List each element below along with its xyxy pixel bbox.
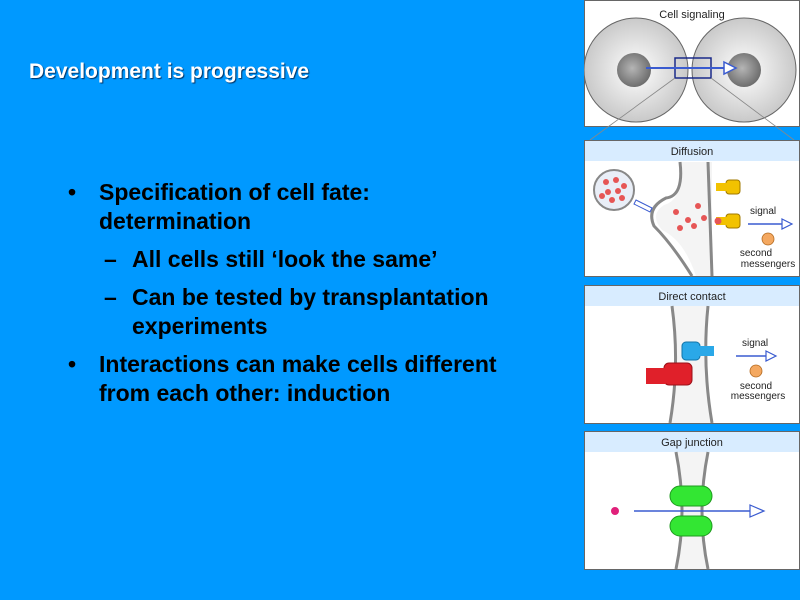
passage-arrow-icon [634, 504, 766, 518]
panel-direct-contact: Direct contact signal second messengers [584, 285, 800, 424]
bullet-text: Interactions can make cells different fr… [99, 351, 497, 406]
bullet-dash-icon: – [104, 284, 117, 310]
sub-bullet-text: All cells still ‘look the same’ [132, 246, 438, 272]
signal-arrow-icon [736, 350, 778, 362]
panel-title: Diffusion [671, 146, 714, 158]
panel-title: Direct contact [658, 291, 725, 303]
small-molecule-dot [611, 507, 619, 515]
panel-gap-junction: Gap junction [584, 431, 800, 570]
signal-arrow-icon [748, 218, 794, 230]
second-messenger-dot [749, 364, 763, 378]
sub-bullet-item: – All cells still ‘look the same’ [64, 245, 514, 274]
sub-bullet-item: – Can be tested by transplantation exper… [64, 283, 514, 341]
bullet-dash-icon: – [104, 246, 117, 272]
cell-signaling-figure: Cell signaling Diffusion [584, 0, 800, 570]
panel-diffusion: Diffusion signal [584, 140, 800, 277]
second-label: second [740, 248, 772, 259]
slide-title: Development is progressive [29, 60, 310, 83]
bullet-dot-icon: • [68, 179, 77, 205]
bullet-list: • Specification of cell fate: determinat… [64, 178, 514, 417]
gap-junction-channel [669, 485, 713, 507]
bullet-dot-icon: • [68, 351, 77, 377]
receptor-icon [681, 341, 714, 361]
left-nucleus [617, 53, 651, 87]
receptor-icon [714, 179, 741, 229]
arrow-icon [646, 60, 738, 76]
messengers-label: messengers [731, 391, 785, 402]
signal-label: signal [742, 338, 768, 349]
sub-bullet-text: Can be tested by transplantation experim… [132, 284, 489, 339]
messengers-label: messengers [741, 259, 795, 270]
panel-title: Cell signaling [659, 9, 724, 21]
bullet-item: • Specification of cell fate: determinat… [64, 178, 514, 236]
ligand-icon [646, 362, 693, 386]
panel-title: Gap junction [661, 437, 723, 449]
gap-junction-channel [669, 515, 713, 537]
signal-label: signal [750, 206, 776, 217]
right-nucleus [727, 53, 761, 87]
bullet-item: • Interactions can make cells different … [64, 350, 514, 408]
bullet-text: Specification of cell fate: determinatio… [99, 179, 370, 234]
second-label: second [740, 381, 772, 392]
second-messenger-dot [761, 232, 775, 246]
panel-cell-signaling: Cell signaling [584, 0, 800, 141]
